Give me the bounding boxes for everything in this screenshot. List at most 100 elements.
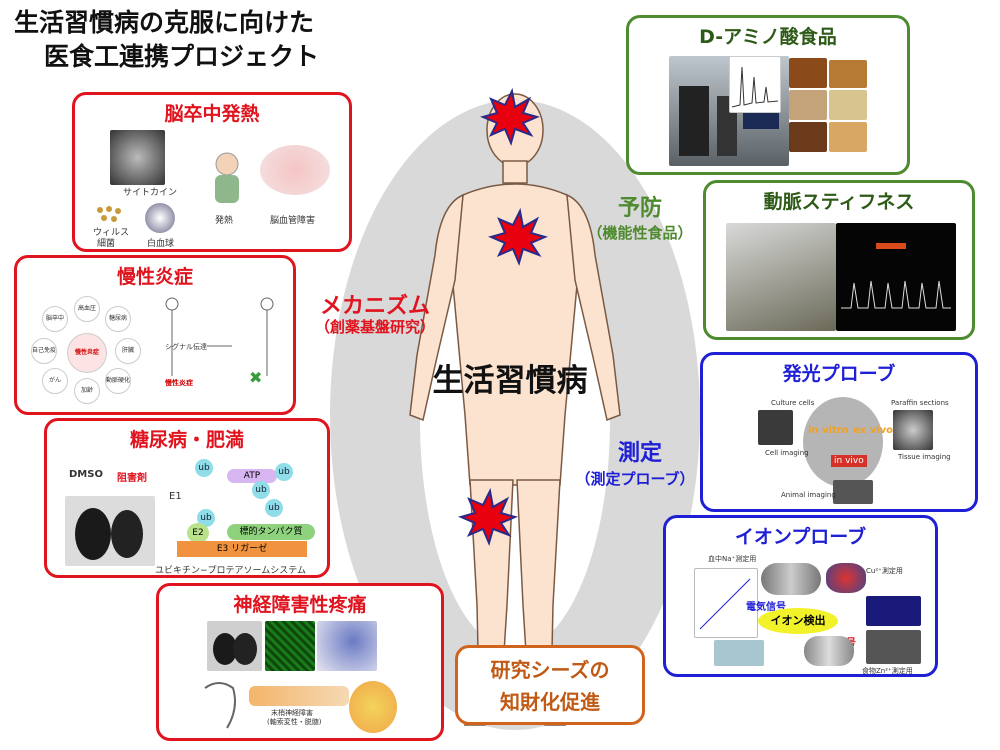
burst-head: [480, 87, 540, 146]
ub-circle: ub: [252, 481, 270, 499]
ub-circle: ub: [197, 509, 215, 527]
zn-image: [866, 630, 921, 664]
molecule-model-3: [804, 636, 854, 666]
measure-label: 測定: [617, 441, 662, 466]
inflammation-label: 慢性炎症: [165, 379, 193, 387]
ion-detection-label: イオン検出: [758, 608, 838, 634]
box-title: イオンプローブ: [734, 526, 867, 548]
burst-knee: [458, 487, 518, 546]
paraffin-label: Paraffin sections: [891, 399, 949, 407]
neuropathy-note-sub: (軸索変性・脱髄): [267, 718, 322, 726]
target-protein-label: 標的タンパク質: [227, 524, 315, 540]
e2-label: E2: [187, 523, 209, 543]
cytokine-label: サイトカイン: [123, 188, 178, 198]
prevention-sublabel: （機能性食品）: [587, 224, 693, 242]
ip-seeds-box: 研究シーズの 知財化促進: [455, 645, 645, 725]
mechanism-label: メカニズム: [319, 294, 430, 319]
mechanism-sublabel: （創薬基盤研究）: [314, 318, 435, 336]
prevention-label: 予防: [617, 196, 662, 221]
neuron-illustration: [199, 678, 239, 733]
box-title: 糖尿病・肥満: [129, 429, 244, 451]
sensor-photo: [714, 640, 764, 666]
electric-signal-label: 電気信号: [746, 602, 786, 613]
vial-photo: [866, 596, 921, 626]
molecule-model-1: [761, 563, 821, 595]
page-title: 生活習慣病の克服に向けた 医食工連携プロジェクト: [14, 8, 320, 71]
mice-photo: [65, 496, 155, 566]
e1-label: E1: [169, 491, 182, 502]
chromatogram-image: [729, 56, 781, 113]
neuropathy-note: 末梢神経障害: [271, 709, 313, 717]
animal-imaging-label: Animal imaging: [781, 491, 836, 499]
stroke-fever-box: 脳卒中発熱 サイトカイン ウィルス 細菌 白血球 発熱 脳血管障害: [72, 92, 352, 252]
in-vivo-label: in vivo: [831, 455, 867, 467]
wbc-illustration: [145, 203, 175, 233]
calibration-plot: [694, 568, 758, 638]
node-autoimmune: 自己免疫: [31, 338, 57, 364]
bacteria-label: 細菌: [97, 239, 116, 249]
food-photo-6: [829, 122, 867, 152]
box-title: 動脈スティフネス: [763, 191, 915, 213]
node-diabetes: 糖尿病: [105, 306, 131, 332]
ion-probe-box: イオンプローブ 血中Na⁺測定用 Cu²⁺測定用 食物Zn²⁺測定用 電気信号 …: [663, 515, 938, 677]
dmso-label: DMSO: [69, 469, 103, 480]
center-label: 生活習慣病: [432, 363, 588, 399]
food-photo-1: [789, 58, 827, 88]
ub-circle: ub: [265, 499, 283, 517]
cell-image: [758, 410, 793, 445]
brain-vessel-illustration: [260, 145, 330, 195]
cu-label: Cu²⁺測定用: [866, 567, 903, 575]
food-photo-2: [829, 60, 867, 88]
box-title: 慢性炎症: [116, 266, 193, 288]
cycle-diagram: [803, 397, 883, 487]
virus-cluster: [95, 205, 131, 228]
node-hypertension: 高血圧: [74, 296, 100, 322]
node-stroke: 脳卒中: [42, 306, 68, 332]
tissue-image: [893, 410, 933, 450]
diabetes-obesity-box: 糖尿病・肥満 DMSO 阻害剤 ub ATP E1 ub E2 ub ub ub…: [44, 418, 330, 578]
wbc-label: 白血球: [147, 239, 175, 249]
culture-label: Culture cells: [771, 399, 815, 407]
measurement-setup-photo: [726, 223, 836, 331]
signal-label: シグナル伝達: [165, 343, 207, 351]
human-body-figure: [409, 87, 621, 726]
virus-label: ウィルス: [93, 228, 130, 238]
node-cancer: がん: [42, 368, 68, 394]
inflammation-center-node: 慢性炎症: [67, 333, 107, 373]
ups-label: ユビキチン−プロテアソームシステム: [155, 566, 307, 576]
vascular-label: 脳血管障害: [270, 216, 316, 226]
food-photo-4: [829, 90, 867, 120]
luminescent-probe-box: 発光プローブ in vitro ex vivo in vivo Cell ima…: [700, 352, 978, 512]
zn-label: 食物Zn²⁺測定用: [862, 667, 913, 675]
spinal-cord-illustration: [349, 681, 397, 733]
in-vitro-label: in vitro: [808, 425, 849, 436]
fever-label: 発熱: [215, 216, 234, 226]
animal-image: [833, 480, 873, 504]
box-title: 神経障害性疼痛: [233, 594, 367, 616]
arterial-stiffness-box: 動脈スティフネス: [703, 180, 975, 340]
e3-ligase-label: E3 リガーゼ: [177, 541, 307, 557]
fever-person-illustration: [205, 150, 250, 205]
neuropathic-pain-box: 神経障害性疼痛 末梢神経障害 (軸索変性・脱髄): [156, 583, 444, 741]
cell-imaging-label: Cell imaging: [765, 449, 809, 457]
nerve-fiber-illustration: [249, 686, 349, 706]
brain-mri-image: [110, 130, 165, 185]
spinal-stain-image: [317, 621, 377, 671]
ultrasound-image: [836, 223, 956, 331]
node-aging: 加齢: [74, 378, 100, 404]
pathway-diagram: [165, 297, 274, 376]
burst-chest: [488, 207, 548, 266]
box-title: 発光プローブ: [782, 363, 896, 385]
atp-label: ATP: [227, 469, 277, 483]
na-label: 血中Na⁺測定用: [708, 555, 757, 563]
ub-circle: ub: [195, 459, 213, 477]
box-title: D-アミノ酸食品: [699, 26, 837, 48]
tissue-imaging-label: Tissue imaging: [898, 453, 951, 461]
node-liver: 肝臓: [115, 338, 141, 364]
box-title: 脳卒中発熱: [164, 103, 260, 125]
d-amino-acid-food-box: D-アミノ酸食品: [626, 15, 910, 175]
inhibitor-label: 阻害剤: [117, 473, 147, 484]
measure-sublabel: （測定プローブ）: [575, 470, 695, 488]
food-photo-3: [789, 90, 827, 120]
molecule-model-2: [826, 563, 866, 593]
